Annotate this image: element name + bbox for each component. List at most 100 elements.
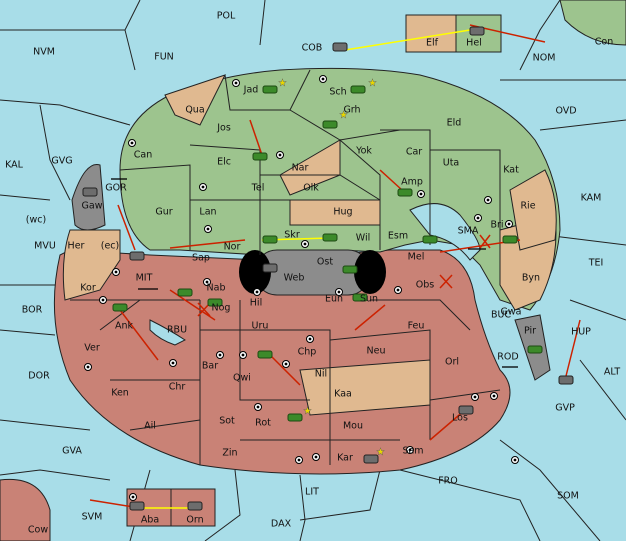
land-label: Amp (401, 177, 423, 188)
army-unit-icon[interactable] (262, 85, 278, 94)
army-unit-icon[interactable] (262, 235, 278, 244)
sea-label-alt: ALT (604, 367, 620, 378)
army-unit-icon[interactable] (502, 235, 518, 244)
land-label: Cow (28, 525, 48, 536)
fleet-unit-icon[interactable] (558, 375, 574, 385)
territory-qua[interactable] (164, 74, 226, 126)
land-label: Nar (292, 163, 309, 174)
land-label: Aba (141, 515, 159, 526)
land-label: Ver (84, 343, 100, 354)
fleet-unit-icon[interactable] (458, 405, 474, 415)
supply-centre-dot (321, 77, 325, 81)
territory-cow[interactable] (0, 478, 51, 541)
army-unit-icon[interactable] (257, 350, 273, 359)
land-label: Gwa (501, 307, 522, 318)
land-label: Gaw (82, 201, 103, 212)
army-unit-icon[interactable] (322, 233, 338, 242)
land-label: Can (134, 150, 152, 161)
fleet-unit-icon[interactable] (82, 187, 98, 197)
sea-label-kam: KAM (581, 193, 602, 204)
land-label: GVP (555, 403, 575, 414)
sea-label-kal: KAL (5, 160, 24, 171)
army-unit-icon[interactable] (422, 235, 438, 244)
supply-centre-dot (476, 216, 480, 220)
sea-label-bor: BOR (22, 305, 43, 316)
land-label: Sun (360, 294, 378, 305)
land-label: Con (595, 37, 613, 48)
land-label: Olk (303, 183, 319, 194)
land-label: Kar (337, 453, 353, 464)
sea-label-gva: GVA (62, 446, 82, 457)
land-label: Yok (355, 146, 372, 157)
land-label: Ail (144, 421, 156, 432)
land-label: Nor (224, 242, 241, 253)
sea-label-sma: SMA (458, 226, 479, 237)
land-label: Eun (325, 294, 343, 305)
army-unit-icon[interactable] (287, 413, 303, 422)
army-unit-icon[interactable] (252, 152, 268, 161)
land-label: GOR (105, 183, 127, 194)
land-label: Qua (185, 105, 204, 116)
land-label: Eld (447, 118, 462, 129)
inner-sea-rbu (149, 319, 186, 346)
fleet-unit-icon[interactable] (129, 501, 145, 511)
supply-centre-dot (492, 394, 496, 398)
supply-centre-dot (255, 290, 259, 294)
land-label: Lan (199, 207, 216, 218)
army-unit-icon[interactable] (350, 85, 366, 94)
land-label: Bri (490, 220, 503, 231)
army-unit-icon[interactable] (112, 303, 128, 312)
land-label: Chp (298, 347, 317, 358)
supply-centre-dot (206, 227, 210, 231)
land-label: Hel (466, 38, 482, 49)
build-star-icon: ★ (339, 110, 348, 121)
land-label: Pir (524, 326, 536, 337)
army-unit-icon[interactable] (342, 265, 358, 274)
fleet-unit-icon[interactable] (262, 263, 278, 273)
sea-label-gvg: GVG (51, 156, 72, 167)
build-star-icon: ★ (376, 447, 385, 458)
army-unit-icon[interactable] (322, 120, 338, 129)
fleet-unit-icon[interactable] (129, 251, 145, 261)
land-label: Car (406, 147, 422, 158)
army-unit-icon[interactable] (397, 188, 413, 197)
army-unit-icon[interactable] (352, 293, 368, 302)
fleet-unit-icon[interactable] (332, 42, 348, 52)
land-label: Kor (80, 283, 96, 294)
territory-gaw[interactable] (71, 163, 106, 231)
fleet-unit-icon[interactable] (363, 454, 379, 464)
territory-rie[interactable] (509, 169, 557, 251)
supply-centre-dot (201, 185, 205, 189)
supply-centre-dot (218, 353, 222, 357)
supply-centre-dot (303, 242, 307, 246)
supply-centre-dot (205, 280, 209, 284)
land-label: Orn (186, 515, 203, 526)
army-unit-icon[interactable] (207, 298, 223, 307)
fleet-unit-icon[interactable] (187, 501, 203, 511)
sea-label-mit: MIT (136, 273, 153, 284)
land-label: Orl (445, 357, 459, 368)
western-tan-coast[interactable] (62, 229, 121, 301)
supply-centre-dot (314, 455, 318, 459)
land-label: Chr (169, 382, 186, 393)
land-label: Mou (343, 421, 363, 432)
land-label: Nab (207, 283, 226, 294)
land-label: Wil (356, 233, 370, 244)
supply-centre-dot (130, 141, 134, 145)
land-label: Web (284, 273, 305, 284)
build-star-icon: ★ (303, 406, 312, 417)
land-label: Qwi (233, 373, 251, 384)
inner-sea-sma (409, 203, 481, 261)
land-label: Feu (408, 321, 425, 332)
order-arrows (89, 24, 581, 509)
sea-label-rod: ROD (497, 352, 518, 363)
supply-centre-dot (241, 353, 245, 357)
land-label: Esm (388, 231, 408, 242)
army-unit-icon[interactable] (177, 288, 193, 297)
army-unit-icon[interactable] (527, 345, 543, 354)
southern-region[interactable] (53, 249, 511, 475)
central-lake-east (354, 250, 386, 294)
fleet-unit-icon[interactable] (469, 26, 485, 36)
